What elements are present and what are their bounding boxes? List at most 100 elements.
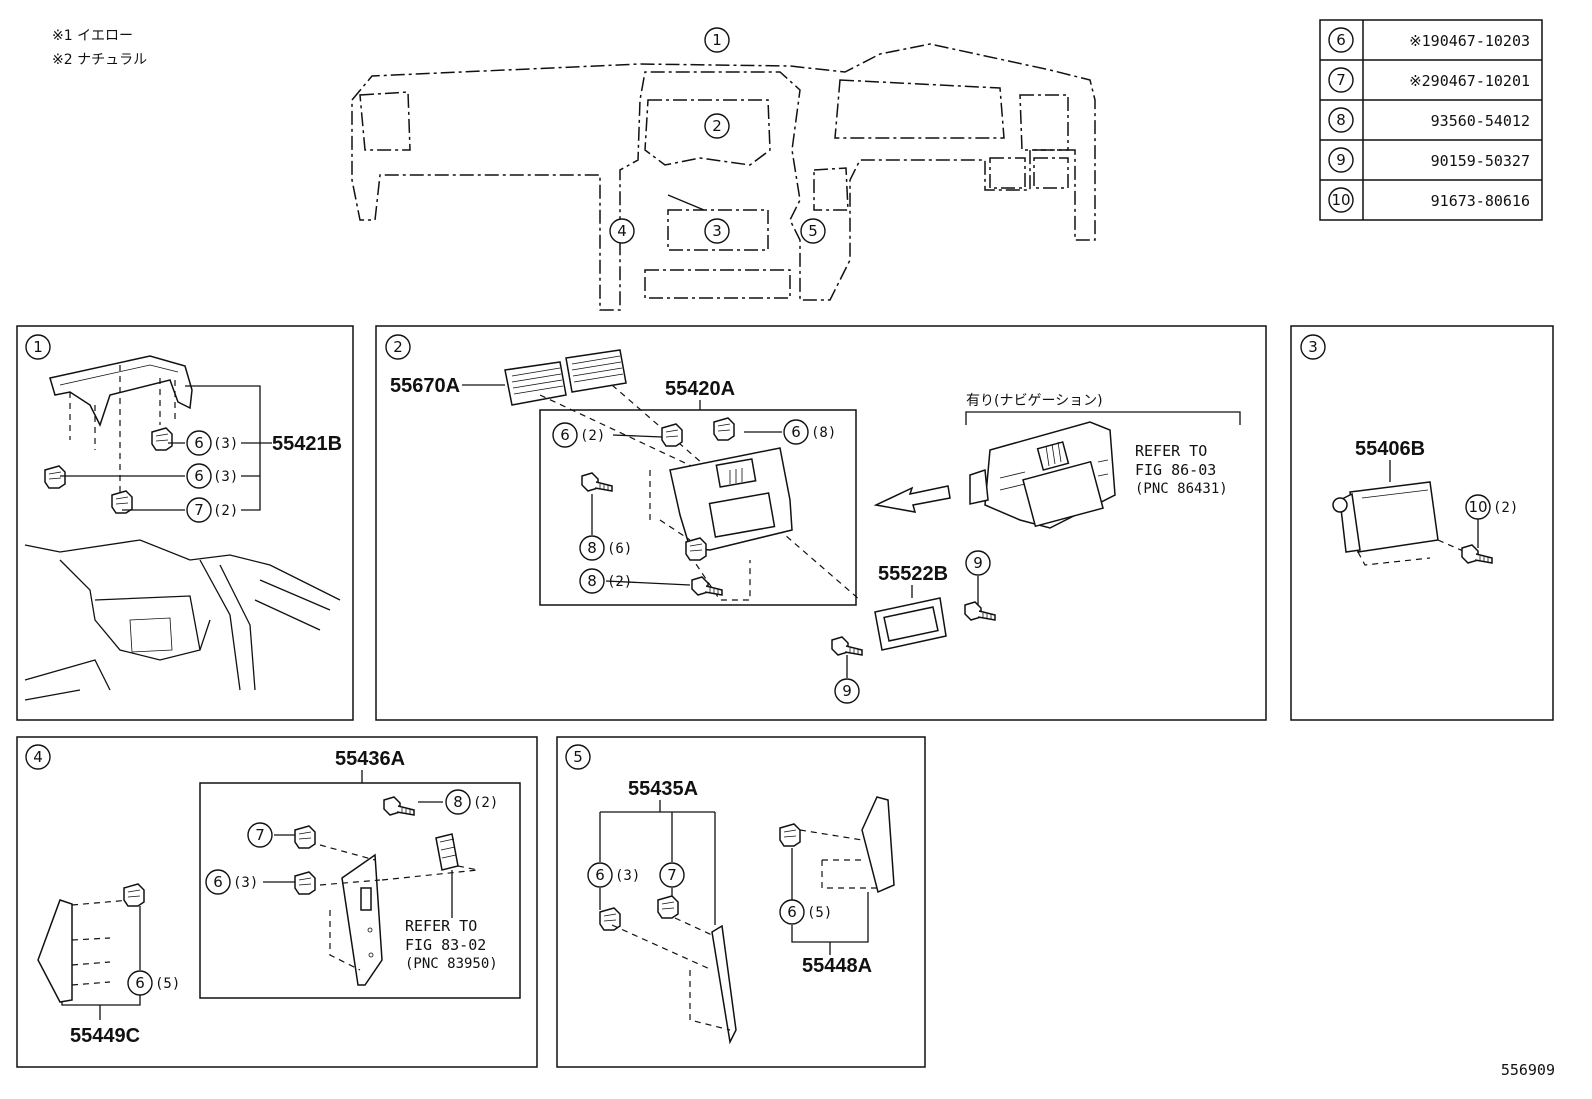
navigation-unit [969, 421, 1116, 529]
svg-text:(2): (2) [213, 503, 238, 519]
air-vent-right [565, 349, 627, 393]
part-number: 55449C [70, 1025, 140, 1047]
kick-panel [861, 796, 895, 894]
callout-8: 8 (2) [445, 789, 498, 815]
table-row: 6 ※190467-10203 [1328, 27, 1530, 53]
dash-context-sketch [24, 539, 341, 701]
panel-5: 5 55435A 6 (3) 7 6 (5) 55448A [556, 736, 926, 1068]
panel-label: 2 [393, 338, 403, 356]
svg-text:9: 9 [1336, 151, 1346, 169]
table-row: 9 90159-50327 [1328, 147, 1530, 173]
overview-callout-1: 1 [704, 27, 730, 53]
part-number: 55436A [335, 748, 405, 770]
svg-text:FIG 83-02: FIG 83-02 [405, 936, 486, 954]
svg-text:4: 4 [617, 222, 627, 240]
svg-text:(6): (6) [607, 541, 632, 557]
part-number: 55420A [665, 378, 735, 400]
svg-text:(PNC 83950): (PNC 83950) [405, 956, 498, 972]
part-number: 55435A [628, 778, 698, 800]
svg-text:6: 6 [213, 873, 223, 891]
svg-text:(PNC 86431): (PNC 86431) [1135, 481, 1228, 497]
svg-text:9: 9 [973, 554, 983, 572]
overview-callout-3: 3 [704, 218, 730, 244]
callout-6: 6 (3) [587, 862, 640, 888]
svg-text:(2): (2) [1493, 500, 1518, 516]
callout-9: 9 [834, 678, 860, 704]
callout-7: 7 (2) [186, 497, 238, 523]
svg-text:(5): (5) [807, 905, 832, 921]
callout-6: 6 (5) [127, 970, 180, 996]
svg-text:10: 10 [1468, 498, 1487, 516]
svg-text:90159-50327: 90159-50327 [1431, 152, 1530, 170]
table-row: 8 93560-54012 [1328, 107, 1530, 133]
part-number: 55421B [272, 433, 342, 455]
overview-callout-2: 2 [704, 113, 730, 139]
svg-text:2: 2 [712, 117, 722, 135]
navi-label: 有り(ナビゲーション) [966, 393, 1103, 409]
svg-text:(2): (2) [473, 795, 498, 811]
svg-text:(2): (2) [580, 428, 605, 444]
panel-4: 4 55436A 8 (2) 7 6 (3) [16, 736, 538, 1068]
svg-text:9: 9 [842, 682, 852, 700]
svg-text:(5): (5) [155, 976, 180, 992]
callout-9: 9 [965, 550, 991, 576]
dashboard-overview: 1 2 3 4 5 [351, 27, 1096, 311]
svg-text:7: 7 [667, 866, 677, 884]
callout-7: 7 [659, 862, 685, 888]
svg-text:(3): (3) [213, 436, 238, 452]
refer-to-86-03: REFER TO FIG 86-03 (PNC 86431) [1135, 442, 1228, 497]
console-side-trim [711, 924, 737, 1045]
svg-text:6: 6 [135, 974, 145, 992]
svg-text:(3): (3) [213, 469, 238, 485]
part-number: 55670A [390, 375, 460, 397]
svg-text:REFER TO: REFER TO [405, 917, 477, 935]
svg-text:6: 6 [787, 903, 797, 921]
callout-6: 6 (8) [783, 419, 836, 445]
svg-text:7: 7 [194, 501, 204, 519]
callout-6: 6 (5) [779, 899, 832, 925]
svg-text:8: 8 [453, 793, 463, 811]
panel-1: 1 6 (3) 6 (3) 7 (2) [16, 325, 354, 721]
panel-label: 4 [33, 748, 43, 766]
panel-label: 5 [573, 748, 583, 766]
svg-text:8: 8 [1336, 111, 1346, 129]
svg-text:6: 6 [560, 426, 570, 444]
svg-text:7: 7 [255, 826, 265, 844]
panel-3: 3 55406B 10 (2) [1290, 325, 1554, 721]
callout-7: 7 [247, 822, 273, 848]
notes: ※1 イエロー ※2 ナチュラル [52, 28, 147, 68]
panel-label: 1 [33, 338, 43, 356]
upper-finish-panel [49, 355, 193, 427]
svg-text:7: 7 [1336, 71, 1346, 89]
svg-text:8: 8 [587, 539, 597, 557]
svg-text:93560-54012: 93560-54012 [1431, 112, 1530, 130]
svg-text:10: 10 [1331, 191, 1350, 209]
svg-text:(3): (3) [233, 875, 258, 891]
svg-text:※190467-10203: ※190467-10203 [1409, 32, 1530, 50]
part-number: 55522B [878, 563, 948, 585]
panel-2: 2 55670A 55420A 6 (2) [375, 325, 1267, 721]
svg-text:※2 ナチュラル: ※2 ナチュラル [52, 52, 147, 68]
lower-pocket-panel [1332, 481, 1439, 553]
svg-text:6: 6 [194, 467, 204, 485]
side-trim-panel [341, 853, 383, 986]
svg-text:6: 6 [194, 434, 204, 452]
svg-text:※290467-10201: ※290467-10201 [1409, 72, 1530, 90]
callout-6: 6 (3) [186, 430, 238, 456]
part-number: 55406B [1355, 438, 1425, 460]
callout-6: 6 (3) [205, 869, 258, 895]
svg-text:(2): (2) [607, 574, 632, 590]
center-bezel [669, 447, 793, 551]
svg-text:91673-80616: 91673-80616 [1431, 192, 1530, 210]
svg-text:(3): (3) [615, 868, 640, 884]
svg-text:3: 3 [712, 222, 722, 240]
svg-text:6: 6 [791, 423, 801, 441]
refer-to-83-02: REFER TO FIG 83-02 (PNC 83950) [405, 917, 498, 972]
svg-text:1: 1 [712, 31, 722, 49]
parts-table: 6 ※190467-10203 7 ※290467-10201 8 93560-… [1319, 19, 1543, 221]
lower-side-cover [37, 899, 73, 1003]
callout-8: 8 (6) [579, 535, 632, 561]
callout-8: 8 (2) [579, 568, 632, 594]
overview-callout-5: 5 [800, 218, 826, 244]
